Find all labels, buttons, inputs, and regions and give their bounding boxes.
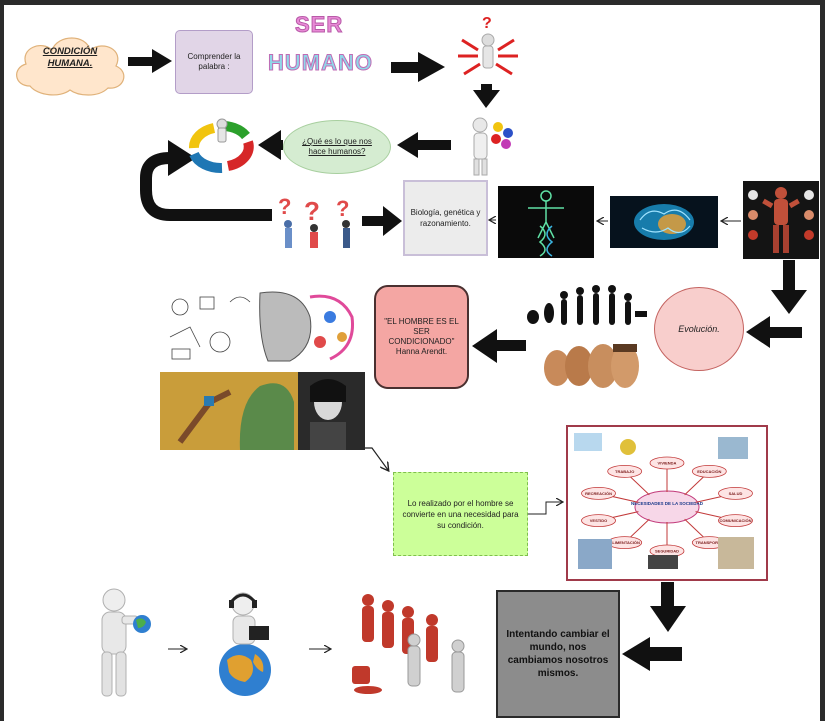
top-border [0,0,825,5]
question-person-icon: ? [458,15,518,76]
needs-item-label: TRABAJO [615,469,634,474]
needs-item-oval [649,456,685,470]
word-humano: HUMANO [268,50,373,76]
word-ser: SER [294,12,344,38]
arrow-painting-to-realizado [360,447,388,470]
svg-text:?: ? [482,15,492,32]
node-comprender: Comprender la palabra : [175,30,253,94]
needs-item-label: SALUD [729,491,743,496]
svg-text:?: ? [304,196,320,226]
needs-item-label: COMUNICACIÓN [719,518,751,523]
needs-icon: NECESIDADES DE LA SOCIEDAD VIVIENDA EDUCA… [574,433,754,569]
arrow-humano-to-question [391,52,445,82]
needs-center-label: NECESIDADES DE LA SOCIEDAD [631,501,704,506]
red-people-icon [352,594,465,694]
skulls-icon [544,344,639,388]
arrow-curved-loop [140,140,272,221]
node-evolucion: Evolución. [654,287,744,371]
needs-image: NECESIDADES DE LA SOCIEDAD VIVIENDA EDUCA… [566,425,768,581]
person-globe-icon [101,588,151,697]
needs-item-oval [718,514,753,527]
left-border [0,0,4,721]
needs-item-label: SEGURIDAD [655,549,679,554]
painting-image [160,372,365,450]
needs-item-label: ALIMENTACIÓN [609,540,639,545]
brain-icon [634,204,694,240]
arrow-question-down [473,84,500,108]
needs-item-oval [718,487,753,500]
right-border [820,0,825,721]
arrow-ellipse-to-cycle [258,130,283,160]
node-arendt: "EL HOMBRE ES EL SER CONDICIONADO" Hanna… [374,285,469,389]
person-colorballs-icon [472,117,513,176]
anatomy-image [743,181,819,259]
needs-item-oval [581,487,616,500]
arrow-realizado-to-needs [528,502,562,515]
node-biologia: Biología, genética y razonamiento. [403,180,488,256]
people-questions-icon: ? ? ? [278,194,350,248]
node-final: Intentando cambiar el mundo, nos cambiam… [496,590,620,718]
person-headset-globe-icon [219,592,271,696]
arrow-people-to-bio [362,206,402,236]
svg-text:?: ? [336,196,349,221]
needs-item-oval [607,465,643,478]
needs-item-oval [691,465,727,478]
dna-icon [528,190,564,257]
needs-item-label: RECREACIÓN [585,491,612,496]
dna-image [498,186,594,258]
doodle-head-image [160,287,360,367]
svg-text:?: ? [278,194,291,219]
brain-image [610,196,718,248]
painting-icon [160,372,365,450]
needs-item-label: VESTIDO [590,518,608,523]
cycle-icon [189,118,254,174]
arrow-anatomy-down [771,260,807,314]
arrow-cloud-to-comprender [128,49,172,73]
node-realizado: Lo realizado por el hombre se convierte … [393,472,528,556]
arrow-to-arendt [472,329,526,363]
word-ser-text: SER [294,12,344,38]
word-humano-text: HUMANO [268,50,373,76]
evolution-icon [527,285,647,325]
node-pregunta: ¿Qué es lo que nos hace humanos? [283,120,391,174]
needs-item-label: VIVIENDA [658,461,677,466]
arrow-needs-down [650,582,686,632]
doodle-head-icon [169,291,355,362]
node-condicion-humana: CONDICIÓN HUMANA. [42,46,98,69]
needs-item-label: EDUCACIÓN [697,469,721,474]
arrow-to-final [622,637,682,671]
arrow-to-evolution [746,316,802,348]
arrow-to-ellipse [397,132,451,158]
needs-item-label: TRANSPORTE [696,540,724,545]
needs-item-oval [581,514,616,527]
cloud-shape [16,37,125,96]
anatomy-icon [748,187,814,253]
